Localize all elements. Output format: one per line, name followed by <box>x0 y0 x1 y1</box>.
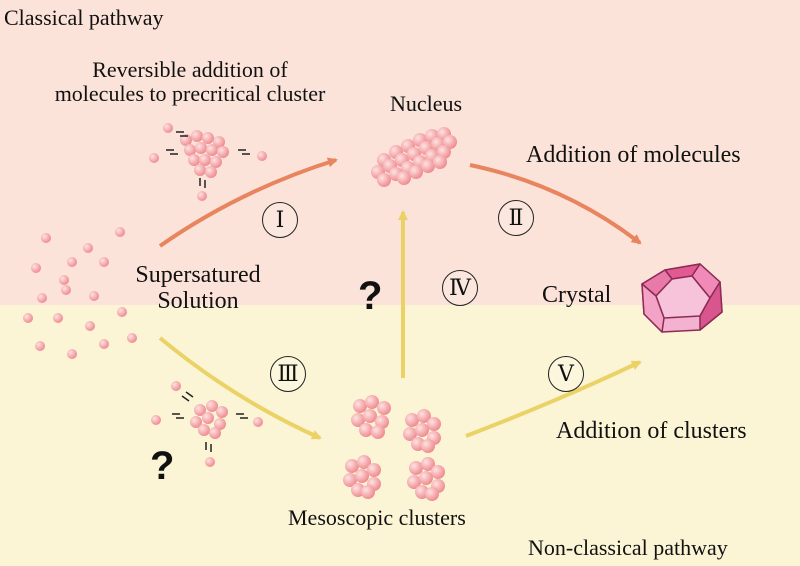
nonclassical-pathway-label: Non-classical pathway <box>528 535 728 560</box>
arrow-II <box>469 163 642 245</box>
arrow-III <box>158 336 322 440</box>
supersatured-solution-label: Supersatured Solution <box>114 262 282 315</box>
supersatured-line-2: Solution <box>157 288 239 315</box>
mesoscopic-clusters-label: Mesoscopic clusters <box>288 505 466 530</box>
nonclassical-region <box>0 305 800 566</box>
mesoscopic-cluster-1 <box>351 395 391 439</box>
crystal-shape <box>641 263 723 333</box>
reversible-addition-label: Reversible addition of molecules to prec… <box>14 57 366 107</box>
nucleus-cluster <box>371 127 457 187</box>
nucleus-label: Nucleus <box>390 91 463 116</box>
exchange-arrows-bottom <box>172 391 248 452</box>
question-mark-cluster: ? <box>150 444 175 488</box>
small-cluster <box>151 381 263 467</box>
question-mark-nucleation: ? <box>358 274 383 318</box>
mesoscopic-cluster-2 <box>403 409 441 453</box>
reversible-addition-line-1: Reversible addition of <box>92 57 288 82</box>
addition-of-clusters-label: Addition of clusters <box>556 418 747 444</box>
reversible-addition-line-2: molecules to precritical cluster <box>54 81 326 107</box>
precritical-cluster <box>149 123 267 201</box>
step-IV-marker: Ⅳ <box>442 270 478 306</box>
addition-of-molecules-label: Addition of molecules <box>526 142 741 168</box>
step-V-marker: Ⅴ <box>548 356 584 392</box>
step-II-marker: Ⅱ <box>498 200 534 236</box>
step-I-marker: Ⅰ <box>262 202 298 238</box>
supersatured-line-1: Supersatured <box>135 262 261 288</box>
arrow-I <box>158 157 338 248</box>
arrow-V <box>465 360 642 438</box>
classical-pathway-label: Classical pathway <box>4 5 164 30</box>
exchange-arrows-top <box>166 131 250 188</box>
step-III-marker: Ⅲ <box>270 356 306 392</box>
crystal-label: Crystal <box>542 282 612 308</box>
mesoscopic-cluster-4 <box>407 457 445 501</box>
solution-molecules <box>23 227 137 359</box>
mesoscopic-cluster-3 <box>343 455 381 499</box>
